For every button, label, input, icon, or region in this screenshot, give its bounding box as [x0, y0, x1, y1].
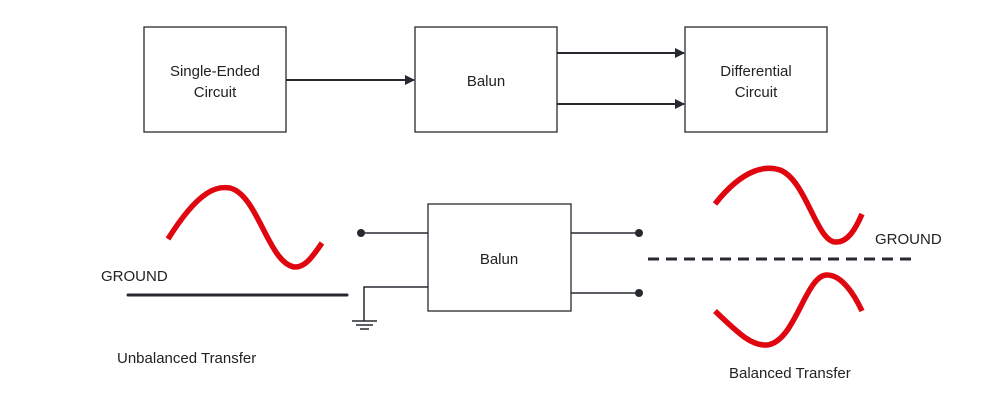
output-terminal-dot-lower: [635, 289, 643, 297]
balun-label-top: Balun: [467, 73, 505, 90]
unbalanced-sine-wave: [165, 184, 325, 270]
ground-symbol-icon: [352, 320, 377, 330]
balanced-caption: Balanced Transfer: [729, 365, 851, 382]
differential-label-line1: Differential: [720, 63, 791, 80]
balun-box-top: Balun: [414, 26, 558, 133]
differential-circuit-box: Differential Circuit: [684, 26, 828, 133]
single-ended-circuit-box: Single-Ended Circuit: [143, 26, 287, 133]
ground-wire: [363, 286, 428, 321]
left-ground-label: GROUND: [101, 268, 168, 285]
right-ground-label: GROUND: [875, 231, 942, 248]
unbalanced-caption: Unbalanced Transfer: [117, 350, 256, 367]
balanced-sine-wave-lower: [713, 272, 865, 348]
balun-label-bottom: Balun: [480, 251, 518, 268]
differential-label-line2: Circuit: [735, 84, 778, 101]
balanced-sine-wave-upper: [712, 165, 865, 245]
output-terminal-dot-upper: [635, 229, 643, 237]
single-ended-label-line2: Circuit: [194, 84, 237, 101]
balun-box-bottom: Balun: [427, 203, 572, 312]
single-ended-label-line1: Single-Ended: [170, 63, 260, 80]
